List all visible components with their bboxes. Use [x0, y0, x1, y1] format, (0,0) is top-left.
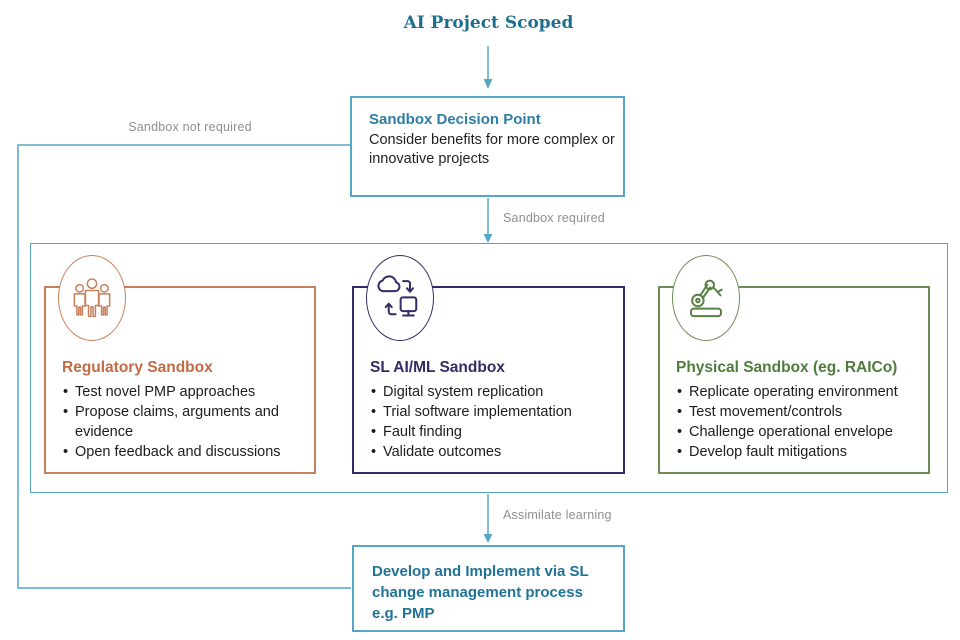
card-title: SL AI/ML Sandbox — [370, 359, 505, 376]
sandbox-decision-box: Sandbox Decision Point Consider benefits… — [350, 96, 625, 197]
outcome-box: Develop and Implement via SL change manag… — [352, 545, 625, 632]
bullet-item: Open feedback and discussions — [62, 442, 308, 462]
robot-arm-icon — [672, 255, 740, 341]
card-bullet-list: Replicate operating environmentTest move… — [676, 382, 922, 462]
bullet-item: Test novel PMP approaches — [62, 382, 308, 402]
bullet-item: Propose claims, arguments and evidence — [62, 402, 308, 442]
card-bullet-list: Test novel PMP approachesPropose claims,… — [62, 382, 308, 462]
people-icon — [58, 255, 126, 341]
bullet-item: Fault finding — [370, 422, 617, 442]
outcome-text: Develop and Implement via SL change manag… — [372, 561, 615, 624]
outcome-text-line: change management process — [372, 584, 583, 601]
label-sandbox-not-required: Sandbox not required — [128, 120, 252, 134]
outcome-text-line: Develop and Implement via SL — [372, 563, 589, 580]
card-title: Regulatory Sandbox — [62, 359, 213, 376]
bullet-item: Develop fault mitigations — [676, 442, 922, 462]
path-sandbox-not-required — [17, 144, 351, 589]
card-regulatory-sandbox: Regulatory Sandbox Test novel PMP approa… — [44, 255, 316, 474]
outcome-text-line: e.g. PMP — [372, 605, 435, 622]
bullet-item: Validate outcomes — [370, 442, 617, 462]
bullet-item: Digital system replication — [370, 382, 617, 402]
label-sandbox-required: Sandbox required — [503, 211, 605, 225]
card-sl-aiml-sandbox: SL AI/ML Sandbox Digital system replicat… — [352, 255, 625, 474]
arrowhead — [483, 234, 493, 243]
diagram-title: AI Project Scoped — [403, 13, 574, 33]
label-assimilate-learning: Assimilate learning — [503, 508, 612, 522]
card-physical-sandbox: Physical Sandbox (eg. RAICo) Replicate o… — [658, 255, 930, 474]
arrowhead — [483, 79, 493, 89]
bullet-item: Test movement/controls — [676, 402, 922, 422]
card-title: Physical Sandbox (eg. RAICo) — [676, 359, 898, 376]
decision-box-title: Sandbox Decision Point — [369, 111, 541, 128]
bullet-item: Challenge operational envelope — [676, 422, 922, 442]
card-bullet-list: Digital system replicationTrial software… — [370, 382, 617, 462]
bullet-item: Replicate operating environment — [676, 382, 922, 402]
cloud-sync-icon — [366, 255, 434, 341]
arrowhead — [483, 534, 493, 543]
decision-box-body: Consider benefits for more complex or in… — [369, 132, 615, 167]
bullet-item: Trial software implementation — [370, 402, 617, 422]
